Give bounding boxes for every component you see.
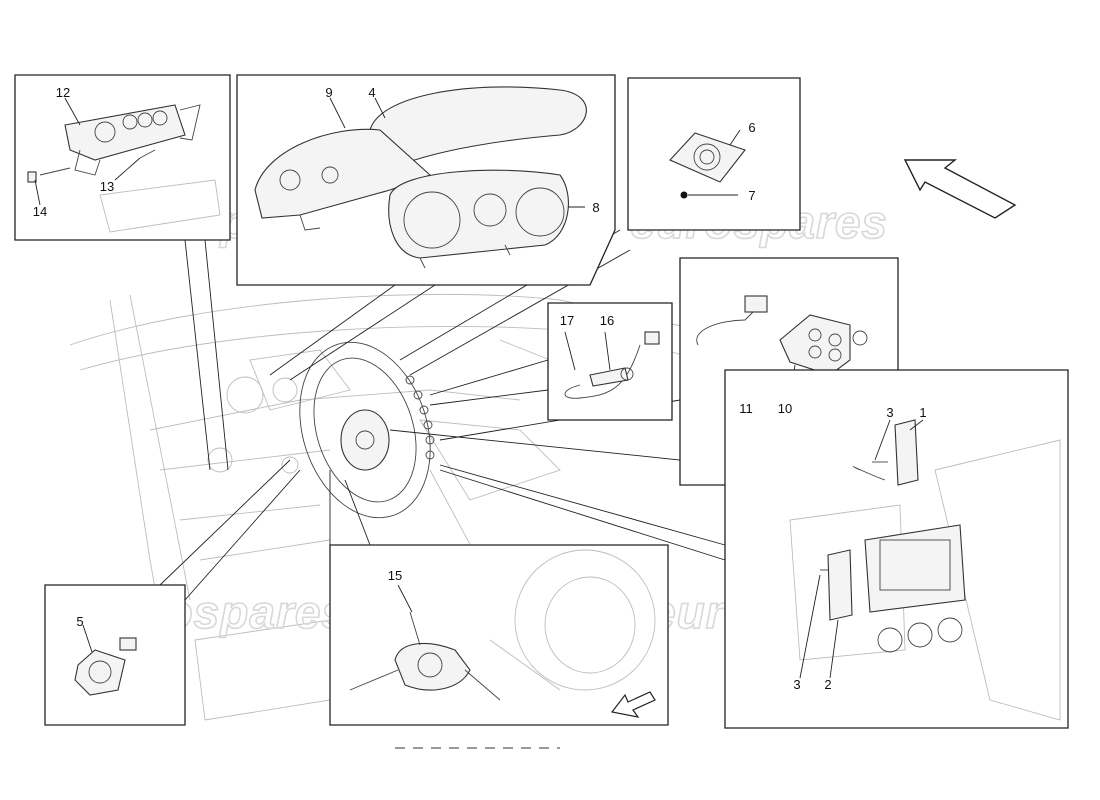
detail-box-clock xyxy=(627,77,801,231)
callout-10: 10 xyxy=(778,401,792,416)
callout-13: 13 xyxy=(100,179,114,194)
callout-5: 5 xyxy=(76,614,83,629)
callout-12: 12 xyxy=(56,85,70,100)
callout-3: 3 xyxy=(793,677,800,692)
detail-box-switch-panel xyxy=(14,74,231,241)
detail-box-instrument-cluster xyxy=(236,74,616,286)
detail-box-steering-column-switch xyxy=(329,544,669,726)
direction-arrow-icon xyxy=(610,691,656,718)
callout-16: 16 xyxy=(600,313,614,328)
callout-1: 1 xyxy=(919,405,926,420)
callout-11: 11 xyxy=(739,401,753,416)
detail-box-light-switch xyxy=(44,584,186,726)
callout-2: 2 xyxy=(824,677,831,692)
callout-7: 7 xyxy=(748,188,755,203)
callout-15: 15 xyxy=(388,568,402,583)
callout-labels: 1 2 3 3 4 5 6 7 8 9 10 11 12 13 14 15 16… xyxy=(33,85,927,692)
detail-box-center-console xyxy=(724,369,1069,729)
detail-box-socket xyxy=(547,302,673,421)
callout-6: 6 xyxy=(748,120,755,135)
callout-4: 4 xyxy=(368,85,375,100)
callout-8: 8 xyxy=(592,200,599,215)
callout-17: 17 xyxy=(560,313,574,328)
callout-9: 9 xyxy=(325,85,332,100)
callout-3: 3 xyxy=(886,405,893,420)
callout-14: 14 xyxy=(33,204,47,219)
direction-arrow-icon xyxy=(903,159,1017,219)
